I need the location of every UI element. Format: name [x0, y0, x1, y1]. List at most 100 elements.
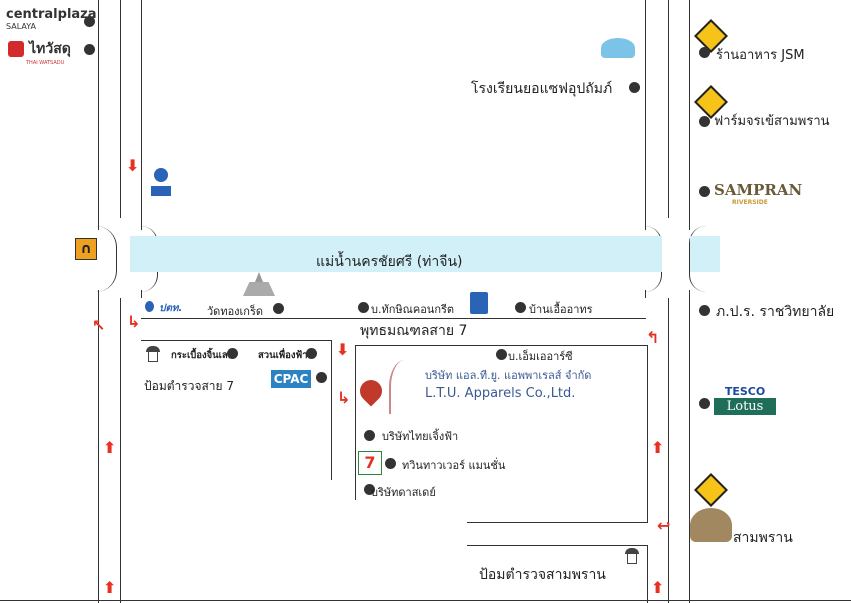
- concrete-label: บ.ทักษิณคอนกรีต: [371, 303, 455, 316]
- concrete-dot: [358, 302, 369, 313]
- thaiwatsadu-text: ไทวัสดุ: [29, 41, 71, 57]
- left-road-line-1: [98, 0, 99, 230]
- school-logo: [601, 38, 635, 58]
- school-dot: [629, 82, 640, 93]
- left-road-line-5: [141, 0, 142, 230]
- central-dot: [84, 16, 95, 27]
- sampran-riverside-logo: SAMPRAN RIVERSIDE: [714, 180, 802, 206]
- arrow-down-icon: ⬇: [126, 156, 140, 175]
- soi-road-top: [141, 318, 646, 319]
- arrow-up-icon: ↖: [92, 316, 106, 335]
- left-road-line-4: [120, 298, 121, 603]
- sampran-riverside-dot: [699, 186, 710, 197]
- central-logo-sub: SALAYA: [6, 22, 36, 31]
- jsm-label: ร้านอาหาร JSM: [716, 48, 805, 63]
- soi-road-bottom-2: [355, 345, 648, 346]
- river-band: [130, 236, 650, 272]
- temple-label: วัดทองเกร็ด: [207, 305, 264, 318]
- ptt-logo: ปตท.: [145, 296, 182, 316]
- block-lower-top: [467, 545, 647, 546]
- arrow-up-icon-5: ⬆: [651, 578, 665, 597]
- arrow-right-icon: ↳: [127, 312, 141, 331]
- kpr-dot: [699, 305, 710, 316]
- kpr-label: ภ.ป.ร. ราชวิทยาลัย: [716, 304, 835, 320]
- seven-eleven-logo: 7: [358, 451, 382, 475]
- tile-label: กระเบื้องจิ้นเลค: [171, 350, 235, 361]
- tesco-lotus-logo: TESCO Lotus: [714, 386, 776, 418]
- police-sampran-label: ป้อมตำรวจสามพราน: [479, 567, 606, 583]
- thaiwatsadu-logo: ไทวัสดุ THAI WATSADU: [8, 38, 71, 66]
- thaichengfa-dot: [364, 430, 375, 441]
- cpac-logo: CPAC: [271, 370, 311, 388]
- bridge-curve-left: [96, 226, 117, 292]
- sampran-riverside-sub: RIVERSIDE: [732, 199, 768, 206]
- baan-label: บ้านเอื้ออาทร: [529, 303, 593, 316]
- uturn-icon: ∩: [75, 238, 97, 260]
- uturn-arrow-icon: ↩: [657, 516, 671, 535]
- ltu-english-label: L.T.U. Apparels Co.,Ltd.: [425, 386, 576, 401]
- kadasdey-label: บริษัทดาสเดย์: [371, 486, 436, 499]
- police7-label: ป้อมตำรวจสาย 7: [144, 379, 235, 393]
- soi-road-bottom: [141, 340, 332, 341]
- bridge-curve-right-2: [689, 226, 706, 292]
- bottom-road: [0, 600, 851, 601]
- twin-dot: [385, 458, 396, 469]
- garden-dot: [306, 348, 317, 359]
- temple-icon: [237, 272, 281, 298]
- police-booth-icon: [146, 346, 160, 362]
- right-road-line-6: [645, 290, 646, 298]
- ptt-logo-icon: [145, 301, 154, 312]
- seven-eleven-text: 7: [364, 453, 376, 472]
- baan-dot: [515, 302, 526, 313]
- soi-label: พุทธมณฑลสาย 7: [360, 323, 468, 339]
- right-road-line-3: [689, 0, 690, 230]
- sampran-riverside-text: SAMPRAN: [714, 181, 803, 199]
- block-lower-right: [647, 545, 648, 603]
- river-band-left-curve: [650, 236, 662, 272]
- kadasdey-dot: [364, 484, 375, 495]
- ltu-thai-label: บริษัท แอล.ที.ยู. แอพพาเรลส์ จำกัด: [425, 369, 592, 382]
- central-logo-text: centralplaza: [6, 7, 97, 22]
- thaichengfa-label: บริษัทไทยเจิ้งฟ้า: [382, 430, 459, 443]
- location-pin-icon: [355, 375, 387, 408]
- sampran-label: สามพราน: [733, 530, 793, 546]
- arrow-up-icon-3: ⬆: [103, 578, 117, 597]
- river-band-right: [690, 236, 720, 272]
- garden-label: สวนเพื่องฟ้า: [258, 350, 308, 361]
- ltu-logo-mark: [389, 360, 421, 414]
- sampran-statue-icon: [690, 508, 732, 542]
- thaiwatsadu-icon: [8, 40, 24, 57]
- block-right-bottom: [467, 522, 648, 523]
- lotus-text: Lotus: [714, 398, 776, 415]
- jsm-dot: [699, 47, 710, 58]
- ptt-logo-text: ปตท.: [159, 303, 183, 314]
- block-right-left-edge: [355, 345, 356, 500]
- left-road-line-6: [141, 290, 142, 298]
- tile-dot: [227, 348, 238, 359]
- arrow-down-icon-2: ⬇: [336, 340, 350, 359]
- right-road-line-2: [668, 0, 669, 218]
- twin-label: ทวินทาวเวอร์ แมนชั่น: [402, 459, 506, 472]
- concrete-logo: [470, 292, 488, 314]
- river-label: แม่น้ำนครชัยศรี (ท่าจีน): [316, 254, 463, 270]
- traffic-light-icon-3: [694, 473, 728, 507]
- central-logo: centralplaza SALAYA: [6, 3, 97, 31]
- ptt-station-icon: [151, 168, 171, 198]
- left-road-line-2: [120, 0, 121, 218]
- block-left-right-edge: [331, 340, 332, 480]
- right-road-line-4: [668, 298, 669, 603]
- right-road-line-5: [689, 290, 690, 603]
- right-road-line-1: [645, 0, 646, 230]
- mr-label: บ.เอ็มเออาร์ซี: [508, 350, 573, 363]
- thaiwatsadu-dot: [84, 44, 95, 55]
- mr-dot: [496, 349, 507, 360]
- tesco-dot: [699, 398, 710, 409]
- cpac-dot: [316, 372, 327, 383]
- arrow-right-icon-2: ↳: [337, 388, 351, 407]
- arrow-up-icon-4: ⬆: [651, 438, 665, 457]
- temple-dot: [273, 303, 284, 314]
- farm-label: ฟาร์มจรเข้สามพราน: [714, 114, 830, 129]
- arrow-down-icon-3: ↰: [646, 328, 660, 347]
- block-right-right-edge: [647, 345, 648, 523]
- left-road-line-3: [98, 290, 99, 603]
